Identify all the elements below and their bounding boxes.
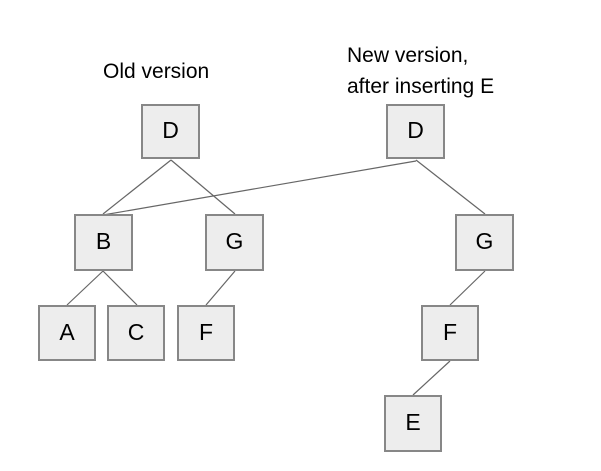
node-label: C	[127, 318, 145, 345]
caption-new-version-line1: New version,	[347, 44, 469, 67]
node-new-D: D	[386, 104, 445, 159]
node-label: F	[442, 318, 458, 345]
caption-old-version: Old version	[103, 60, 210, 83]
node-label: A	[59, 318, 75, 345]
node-label: F	[198, 318, 214, 345]
node-label: D	[407, 117, 424, 143]
node-old-F: F	[177, 305, 235, 361]
caption-new-version-line2: after inserting E	[347, 75, 495, 98]
node-label: E	[405, 409, 421, 435]
tree-edge-new-G-to-new-F	[449, 270, 486, 306]
node-new-G: G	[455, 214, 514, 271]
tree-edge-old-D-to-old-B	[102, 159, 172, 215]
tree-edge-old-B-to-old-C	[102, 270, 138, 306]
node-new-F: F	[421, 305, 479, 361]
node-old-C: C	[107, 305, 165, 361]
node-new-E: E	[384, 395, 442, 452]
tree-edge-new-F-to-new-E	[412, 360, 451, 396]
node-old-D: D	[141, 104, 200, 159]
node-label: G	[225, 228, 244, 254]
node-old-A: A	[38, 305, 96, 361]
tree-edge-old-D-to-old-G	[170, 159, 236, 215]
node-old-G: G	[205, 214, 264, 271]
node-label: B	[95, 228, 112, 254]
node-label: G	[475, 228, 494, 254]
tree-edge-new-D-to-old-B	[102, 160, 417, 216]
tree-edge-old-B-to-old-A	[66, 270, 104, 306]
node-label: D	[162, 117, 179, 143]
tree-edge-old-G-to-old-F	[205, 270, 236, 306]
node-old-B: B	[74, 214, 133, 271]
tree-edge-new-D-to-new-G	[415, 159, 486, 215]
